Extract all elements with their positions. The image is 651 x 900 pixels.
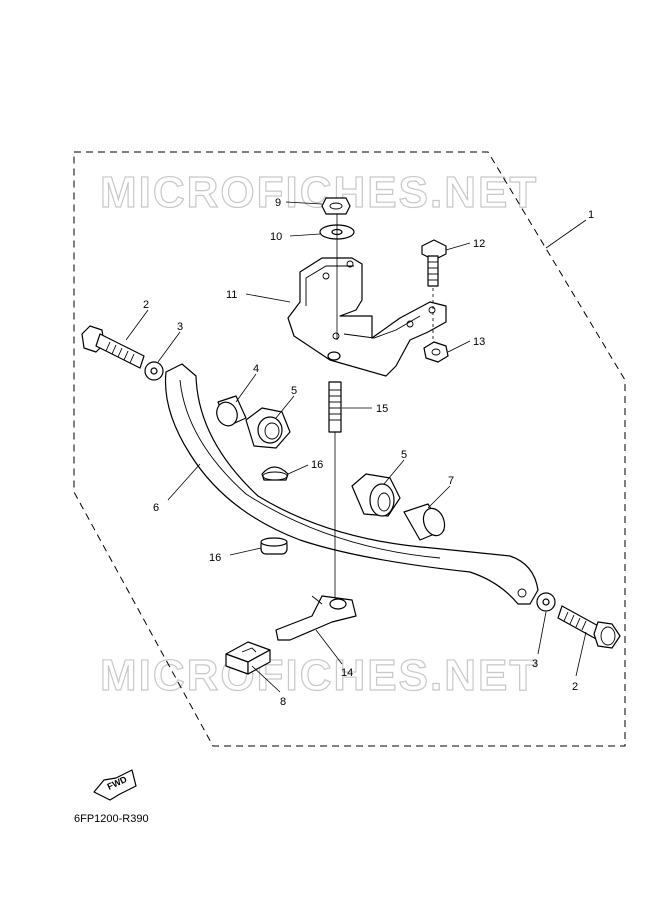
callout-1: 1: [588, 209, 594, 221]
washer-part-3-right: [536, 592, 556, 612]
collar-part-7: [403, 503, 446, 541]
plate-hole-4: [406, 320, 414, 328]
callout-5-upper: 5: [291, 385, 297, 397]
fwd-arrow-icon: FWD: [93, 769, 137, 801]
callout-5-lower: 5: [401, 449, 407, 461]
callout-11: 11: [226, 289, 237, 301]
callout-16-lower: 16: [209, 552, 221, 564]
callout-15: 15: [376, 403, 388, 415]
plate-hole-2: [346, 260, 354, 268]
nut-part-13: [423, 341, 449, 363]
plate-hole-1: [322, 272, 330, 280]
callout-2-left: 2: [143, 299, 149, 311]
callout-10: 10: [270, 231, 282, 243]
plate-part-14: [275, 595, 357, 641]
callout-7: 7: [448, 475, 454, 487]
watermark-top: MICROFICHES.NET: [100, 168, 538, 217]
collar-part-4: [216, 395, 247, 427]
diagram-code: 6FP1200-R390: [74, 813, 149, 825]
bracket-inner-edge: [179, 379, 441, 559]
plate-hole-5: [332, 332, 340, 340]
cap-part-16-upper: [261, 466, 289, 481]
mount-plate-part-11: [287, 257, 447, 377]
assembly-boundary: [73, 151, 626, 747]
plate-hole-3: [428, 306, 436, 314]
bracket-hole: [517, 588, 527, 598]
callout-16-upper: 16: [311, 459, 323, 471]
nut-part-5-upper: [245, 407, 291, 449]
callout-8: 8: [280, 696, 286, 708]
bolt-part-2-left: [81, 325, 145, 369]
callout-6: 6: [153, 502, 159, 514]
callout-14: 14: [341, 667, 353, 679]
washer-part-3-left: [144, 361, 164, 381]
leader-lines: [125, 201, 587, 693]
stud-part-15: [328, 381, 342, 433]
nut-part-9: [321, 197, 351, 215]
plate-fold-line: [305, 265, 354, 306]
nut-part-5-lower: [351, 473, 401, 517]
cap-part-16-lower: [260, 537, 288, 555]
callout-9: 9: [275, 197, 281, 209]
callout-13: 13: [473, 336, 485, 348]
callout-3-left: 3: [177, 321, 183, 333]
bracket-part-6: [164, 363, 539, 605]
callout-2-right: 2: [572, 681, 578, 693]
callout-3-right: 3: [532, 658, 538, 670]
plate-stud-nut: [327, 351, 341, 361]
callout-4: 4: [253, 363, 259, 375]
plate-slot-line: [343, 315, 421, 339]
watermark-bottom: MICROFICHES.NET: [100, 651, 538, 700]
callout-12: 12: [473, 238, 485, 250]
block-part-8: [225, 641, 271, 675]
bolt-part-12: [421, 239, 447, 287]
bolt-part-2-right: [557, 605, 621, 649]
